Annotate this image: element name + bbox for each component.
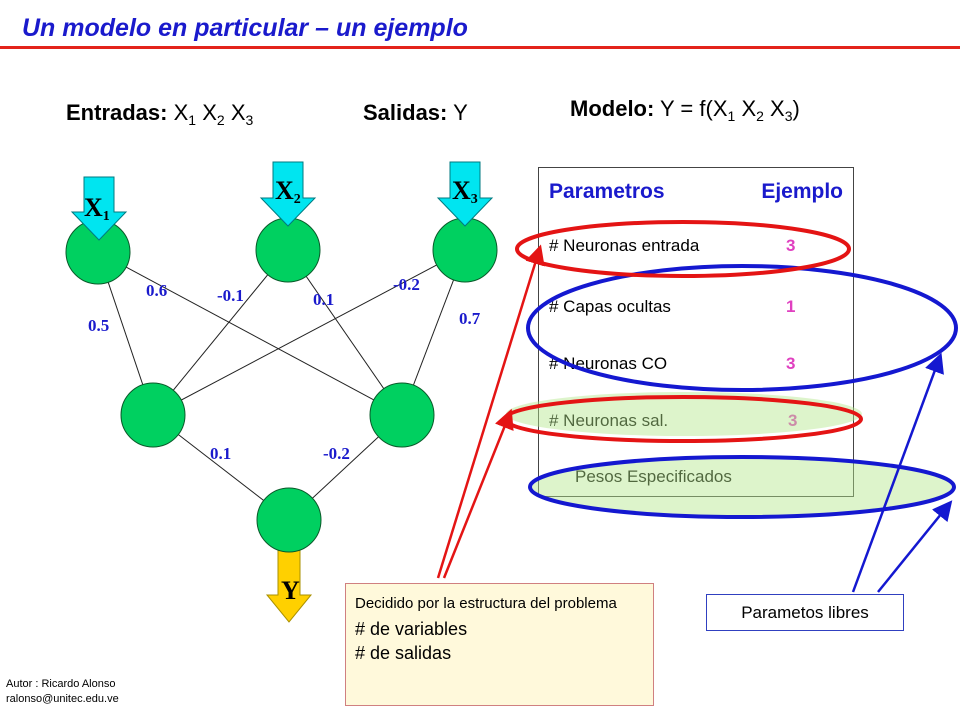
input-label-2: X2 [275, 176, 301, 207]
weight-label: 0.6 [146, 281, 167, 300]
title-rule [0, 46, 960, 49]
weight-label: -0.1 [217, 286, 244, 305]
slide-title: Un modelo en particular – un ejemplo [22, 14, 468, 42]
input-label-1: X1 [84, 193, 110, 224]
parameters-header: Parametros [549, 180, 665, 203]
input-arrow-3 [436, 161, 494, 227]
model-label: Modelo: [570, 96, 655, 121]
edge-x2-h1 [152, 249, 289, 416]
input-node-3 [432, 217, 498, 283]
highlight-weights [528, 455, 956, 519]
output-label: Y [281, 576, 300, 605]
author-credit: Autor : Ricardo Alonso ralonso@unitec.ed… [6, 677, 119, 707]
example-header: Ejemplo [761, 180, 843, 203]
weight-label: 0.1 [210, 444, 231, 463]
weight-label: -0.2 [393, 275, 420, 294]
highlight-structure-params [526, 264, 958, 392]
decided-note-text: Decidido por la estructura del problema [355, 595, 617, 612]
arrow-to-structure-params [851, 352, 944, 593]
edge-x3-h1 [152, 249, 466, 416]
edge-x1-h2 [97, 251, 403, 416]
edge-x2-h2 [287, 249, 403, 416]
outputs-header: Salidas: Y [363, 100, 468, 126]
param-row-output-neurons: # Neuronas sal. [549, 411, 668, 431]
output-node [256, 487, 322, 553]
outputs-value: Y [453, 100, 468, 125]
model-value: Y = f(X1 X2 X3) [660, 96, 800, 124]
author-email: ralonso@unitec.edu.ve [6, 693, 119, 705]
highlight-fill-weights [530, 457, 954, 517]
param-value-hidden-layers: 1 [786, 297, 796, 316]
param-value-input-neurons: 3 [786, 236, 796, 255]
input-label-3: X3 [452, 176, 478, 207]
inputs-value: X1 X2 X3 [173, 100, 254, 128]
input-arrow-2 [259, 161, 317, 227]
weight-label: 0.7 [459, 309, 481, 328]
weight-label: 0.1 [313, 290, 334, 309]
outputs-label: Salidas: [363, 100, 448, 125]
param-row-hidden-layers: # Capas ocultas [549, 297, 671, 316]
arrow-to-weights [877, 500, 953, 593]
arrow-to-input-neurons [436, 244, 545, 579]
input-node-2 [255, 217, 321, 283]
inputs-label: Entradas: [66, 100, 168, 125]
input-arrow-1 [70, 176, 128, 241]
decided-by-structure-note: Decidido por la estructura del problema … [345, 583, 654, 706]
param-row-input-neurons: # Neuronas entrada [549, 236, 700, 255]
decided-item-outputs: # de salidas [355, 643, 452, 663]
free-params-note: Parametos libres [706, 594, 904, 631]
hidden-node-1 [120, 382, 186, 448]
author-name: Autor : Ricardo Alonso [6, 678, 116, 690]
decided-item-variables: # de variables [355, 619, 468, 639]
param-value-output-neurons: 3 [788, 411, 797, 431]
inputs-header: Entradas: X1 X2 X3 [66, 100, 253, 128]
param-value-hidden-neurons: 3 [786, 354, 796, 373]
highlight-fill-output-neurons [506, 392, 862, 436]
hidden-node-2 [369, 382, 435, 448]
arrow-to-output-neurons [442, 408, 514, 579]
highlight-input-neurons [515, 220, 851, 278]
param-row-weights: Pesos Especificados [575, 467, 732, 487]
model-header: Modelo: Y = f(X1 X2 X3) [570, 96, 800, 124]
weight-label: -0.2 [323, 444, 350, 463]
weight-label: 0.5 [88, 316, 109, 335]
